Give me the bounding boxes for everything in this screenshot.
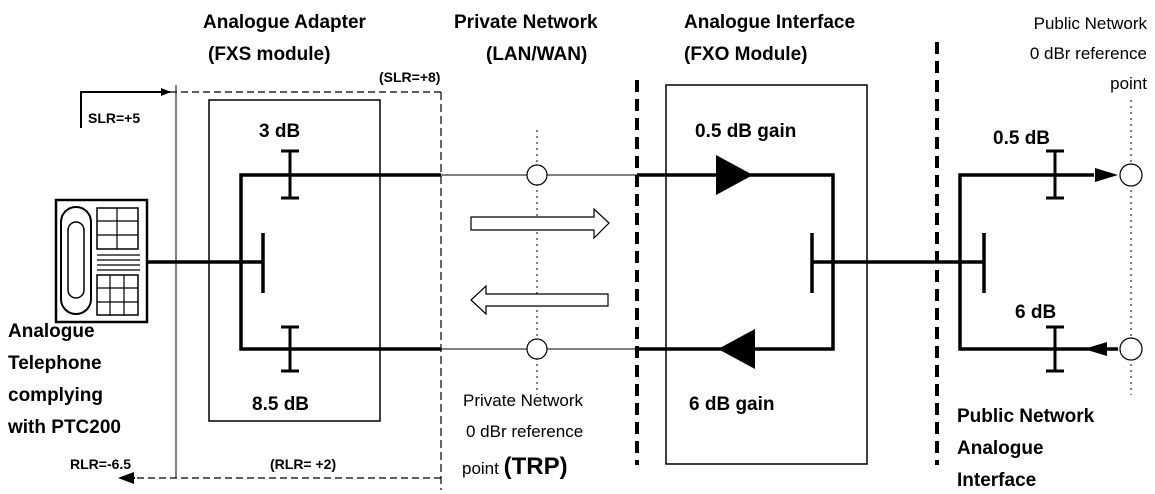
- adapter-send-attenuator: [281, 149, 299, 200]
- send-direction-arrow: [470, 207, 610, 240]
- public-send-attenuator: [1046, 149, 1064, 200]
- public-interface-label-line2: Analogue: [957, 438, 1044, 459]
- adapter-hybrid: [239, 173, 441, 351]
- private-network-title: Private Network: [454, 12, 598, 33]
- rlr-reference: RLR=-6.5 (RLR= +2): [70, 456, 441, 484]
- public-interface-label-line1: Public Network: [957, 406, 1095, 427]
- trp-send-point: [526, 164, 548, 186]
- public-send-arrowhead: [1095, 168, 1118, 182]
- adapter-send-pad-label: 3 dB: [259, 121, 300, 142]
- slr-reference: SLR=+5 (SLR=+8): [80, 69, 441, 128]
- private-ref-line1: Private Network: [463, 391, 583, 410]
- telephone-label-line1: Analogue: [8, 321, 95, 342]
- public-ref-line2: 0 dBr reference: [1030, 44, 1147, 63]
- adapter-title: Analogue Adapter: [203, 12, 367, 33]
- private-ref-line2: 0 dBr reference: [466, 422, 583, 441]
- telephone-label-line2: Telephone: [8, 353, 102, 374]
- interface-box: [665, 84, 868, 465]
- interface-send-gain-label: 0.5 dB gain: [695, 121, 796, 142]
- public-ref-line3: point: [1110, 74, 1147, 93]
- private-ref-line3: point (TRP): [462, 453, 568, 480]
- private-network-subtitle: (LAN/WAN): [486, 44, 587, 65]
- rlr-phone-label: RLR=-6.5: [70, 456, 131, 472]
- telephone-label-line3: complying: [8, 385, 103, 406]
- public-receive-arrowhead: [1084, 342, 1107, 356]
- adapter-receive-pad-label: 8.5 dB: [252, 394, 309, 415]
- public-hybrid: [958, 173, 1094, 351]
- rlr-arrow-head: [118, 472, 134, 484]
- interface-send-amplifier: [716, 155, 753, 195]
- adapter-subtitle: (FXS module): [208, 44, 330, 65]
- trp-receive-point: [526, 338, 548, 360]
- interface-subtitle: (FXO Module): [684, 44, 807, 65]
- rlr-adapter-label: (RLR= +2): [270, 456, 336, 472]
- adapter-receive-attenuator: [281, 325, 299, 373]
- public-send-pad-label: 0.5 dB: [993, 128, 1050, 149]
- interface-receive-gain-label: 6 dB gain: [689, 394, 775, 415]
- public-receive-pad-label: 6 dB: [1015, 302, 1056, 323]
- interface-title: Analogue Interface: [684, 12, 855, 33]
- telephone-label-line4: with PTC200: [7, 417, 121, 438]
- interface-hybrid: [637, 173, 984, 351]
- public-ref-line1: Public Network: [1034, 14, 1148, 33]
- slr-arrow: [80, 88, 171, 128]
- public-send-point: [1119, 163, 1143, 187]
- slr-adapter-label: (SLR=+8): [379, 69, 440, 85]
- interface-receive-amplifier: [718, 329, 755, 369]
- public-interface-label-line3: Interface: [957, 470, 1036, 491]
- receive-direction-arrow: [470, 284, 609, 316]
- telephone-icon: [54, 198, 241, 324]
- slr-phone-label: SLR=+5: [88, 110, 140, 126]
- public-receive-point: [1119, 337, 1143, 361]
- public-receive-attenuator: [1046, 325, 1064, 373]
